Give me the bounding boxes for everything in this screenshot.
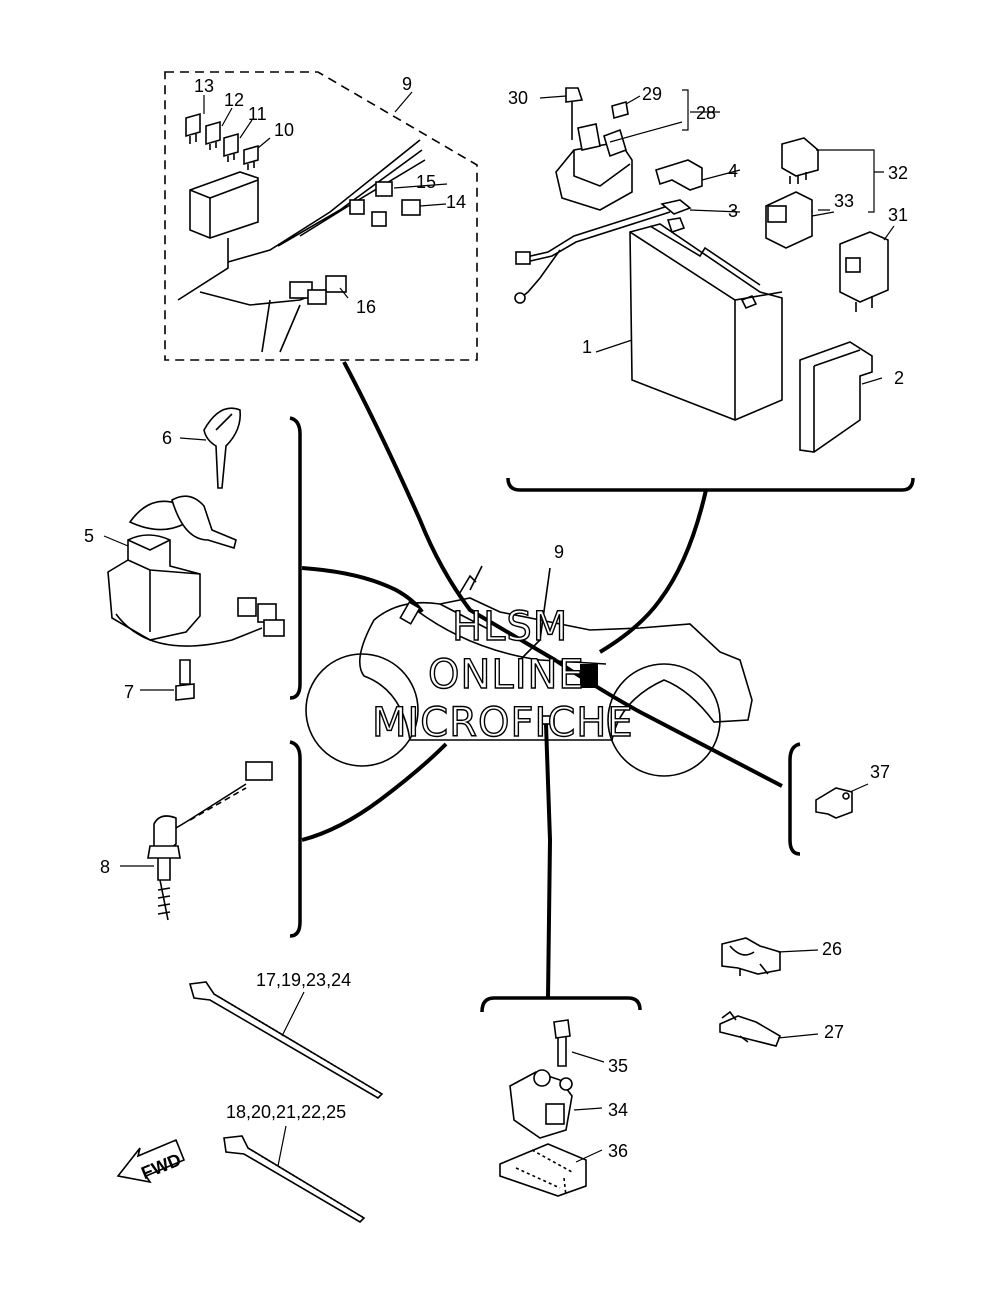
callout-2: 2 [894, 368, 904, 388]
switch-8-group [120, 740, 302, 938]
connector-d [307, 289, 327, 305]
watermark-line-1: HLSM [452, 604, 568, 650]
callout-1: 1 [582, 337, 592, 357]
callout-34: 34 [608, 1100, 628, 1120]
connector-14 [401, 199, 421, 216]
relay-31 [839, 231, 889, 303]
watermark-line-2: ONLINE [428, 652, 585, 698]
callout-17-19-23-24: 17,19,23,24 [256, 970, 351, 990]
connector-a [349, 199, 365, 215]
routing-lines [301, 361, 783, 999]
callout-10: 10 [274, 120, 294, 140]
battery-band [799, 341, 873, 453]
watermark: HLSM ONLINE MICROFICHE [371, 603, 634, 746]
clamp-26 [721, 937, 781, 975]
callout-14: 14 [446, 192, 466, 212]
callout-9-top: 9 [402, 74, 412, 94]
terminal-cover [655, 159, 703, 191]
connector-b [371, 211, 387, 227]
harness-dashed-frame [164, 71, 478, 361]
fuse-11 [223, 132, 239, 158]
main-switch-group [103, 407, 302, 701]
connector-16 [325, 275, 347, 293]
callout-12: 12 [224, 90, 244, 110]
cable-tie-short [223, 1135, 366, 1224]
callout-4: 4 [728, 161, 738, 181]
callout-31: 31 [888, 205, 908, 225]
battery-group [506, 87, 915, 492]
cable-tie-long [188, 981, 384, 1100]
callout-37: 37 [870, 762, 890, 782]
callout-36: 36 [608, 1141, 628, 1161]
callout-8: 8 [100, 857, 110, 877]
battery-negative-lead [521, 205, 671, 263]
callout-18-20-21-22-25: 18,20,21,22,25 [226, 1102, 346, 1122]
fuse-12 [205, 120, 221, 146]
connector-15 [375, 181, 393, 197]
part-37-group [788, 742, 869, 856]
main-switch [107, 534, 201, 641]
callout-11: 11 [248, 104, 267, 124]
fuse-10 [243, 144, 259, 166]
callout-7: 7 [124, 682, 134, 702]
callout-5: 5 [84, 526, 94, 546]
bracket-36 [499, 1143, 587, 1197]
callout-13: 13 [194, 76, 214, 96]
clamps-group [719, 937, 819, 1047]
callout-3: 3 [728, 201, 738, 221]
bolt-35 [553, 1019, 571, 1039]
fuse-13 [185, 112, 201, 138]
clamp-27 [719, 1015, 781, 1047]
callout-15: 15 [416, 172, 436, 192]
callout-6: 6 [162, 428, 172, 448]
bolt-7 [175, 683, 195, 701]
callout-33: 33 [834, 191, 854, 211]
callout-28: 28 [696, 103, 716, 123]
switch-8 [153, 815, 177, 850]
wire-harness-group [164, 71, 478, 361]
battery [629, 223, 783, 421]
relay-32 [781, 137, 819, 177]
callout-9-mid: 9 [554, 542, 564, 562]
watermark-line-3: MICROFICHE [372, 700, 634, 746]
fwd-arrow: FWD [116, 1138, 186, 1183]
callout-26: 26 [822, 939, 842, 959]
callout-30: 30 [508, 88, 528, 108]
callout-32: 32 [888, 163, 908, 183]
sensor-group [480, 996, 642, 1197]
callout-16: 16 [356, 297, 376, 317]
key [203, 407, 242, 489]
cable-ties-group [188, 981, 384, 1224]
callout-27: 27 [824, 1022, 844, 1042]
callout-29: 29 [642, 84, 662, 104]
motorcycle-silhouette [305, 565, 753, 777]
battery-bracket [506, 477, 915, 492]
callout-labels: 13 12 11 10 9 15 14 16 30 29 28 4 3 32 3… [84, 74, 908, 1161]
callout-35: 35 [608, 1056, 628, 1076]
relay-box [189, 171, 259, 239]
